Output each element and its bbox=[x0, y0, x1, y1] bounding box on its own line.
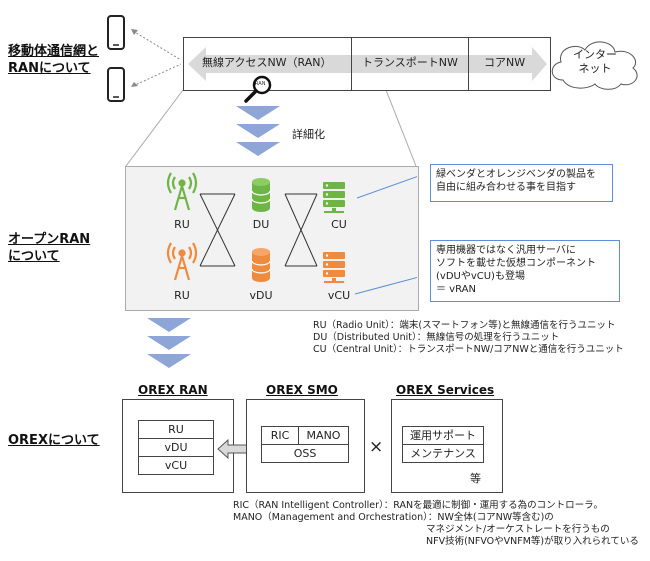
database-icon bbox=[251, 178, 271, 212]
legend-du: DU（Distributed Unit）：無線信号の処理を行うユニット bbox=[313, 332, 560, 343]
orex-ran-item: RU bbox=[138, 420, 214, 439]
node-label-ru: RU bbox=[174, 289, 190, 302]
node-label-vcu: vCU bbox=[327, 289, 351, 302]
internet-label: インター ネット bbox=[560, 48, 630, 76]
down-arrow bbox=[236, 124, 280, 138]
internet-label-line: ネット bbox=[578, 62, 612, 75]
server-icon bbox=[323, 252, 345, 283]
core-label: コアNW bbox=[484, 56, 526, 69]
service-item: メンテナンス bbox=[402, 444, 484, 463]
node-label-du: DU bbox=[252, 218, 270, 231]
note-line: (vDUやvCU)も登場 bbox=[436, 271, 525, 282]
radio-link-line bbox=[132, 63, 182, 87]
legend-ru: RU（Radio Unit）：端末(スマートフォン等)と無線通信を行うユニット bbox=[313, 320, 616, 331]
multiply-icon: × bbox=[369, 437, 384, 457]
note-line: 専用機器ではなく汎用サーバに bbox=[436, 245, 576, 256]
note-line: 自由に組み合わせる事を目指す bbox=[436, 182, 576, 193]
double-arrow-shape bbox=[188, 47, 547, 81]
antenna-icon bbox=[166, 172, 198, 211]
vran-note: 専用機器ではなく汎用サーバに ソフトを載せた仮想コンポーネント (vDUやvCU… bbox=[430, 240, 620, 302]
callout-line bbox=[356, 176, 417, 199]
note-line: ソフトを載せた仮想コンポーネント bbox=[436, 258, 596, 269]
smartphone-icon bbox=[107, 67, 125, 102]
service-item: 運用サポート bbox=[402, 426, 484, 445]
node-label-cu: CU bbox=[331, 218, 347, 231]
open-ran-detail-box bbox=[125, 166, 419, 311]
internet-label-line: インター bbox=[573, 48, 617, 61]
zoom-line bbox=[125, 89, 184, 167]
zoom-line bbox=[385, 89, 417, 167]
section-title-mobile-ran: 移動体通信網と RANについて bbox=[8, 43, 99, 77]
footnote-ric: RIC（RAN Intelligent Controller）：RANを最適に制… bbox=[233, 500, 603, 511]
magnifier-icon bbox=[244, 75, 272, 103]
cloud-icon bbox=[551, 41, 638, 90]
orex-ran-title: OREX RAN bbox=[138, 383, 208, 397]
down-arrow bbox=[236, 142, 280, 156]
detail-label: 詳細化 bbox=[292, 128, 325, 141]
orex-ran-item: vCU bbox=[138, 456, 214, 475]
orex-smo-title: OREX SMO bbox=[266, 383, 338, 397]
open-ran-diagram bbox=[166, 172, 417, 295]
smartphone-icon bbox=[107, 15, 125, 50]
ric-cell: RIC bbox=[261, 426, 299, 445]
callout-line bbox=[354, 276, 417, 295]
footnote-mano: NFV技術(NFVOやVNFM等)が取り入れられている bbox=[426, 536, 639, 547]
mano-cell: MANO bbox=[298, 426, 349, 445]
orex-services-title: OREX Services bbox=[396, 383, 495, 397]
section-title-orex: OREXについて bbox=[8, 433, 100, 448]
magnifier-label: RAN bbox=[255, 81, 266, 87]
section-title-open-ran: オープンRAN について bbox=[8, 231, 90, 265]
antenna-icon bbox=[166, 242, 198, 281]
node-label-vdu: vDU bbox=[249, 289, 273, 302]
network-bar: 無線アクセスNW（RAN） トランスポートNW コアNW bbox=[183, 37, 551, 91]
node-label-ru: RU bbox=[174, 218, 190, 231]
vendor-note: 緑ベンダとオレンジベンダの製品を 自由に組み合わせる事を目指す bbox=[430, 164, 613, 202]
down-arrow bbox=[147, 336, 191, 350]
legend: RU（Radio Unit）：端末(スマートフォン等)と無線通信を行うユニット … bbox=[313, 320, 624, 356]
network-divider bbox=[351, 38, 352, 90]
orex-ran-item: vDU bbox=[138, 438, 214, 457]
transport-label: トランスポートNW bbox=[362, 56, 458, 69]
legend-cu: CU（Central Unit）：トランスポートNW/コアNWと通信を行うユニッ… bbox=[313, 344, 624, 355]
ran-label: 無線アクセスNW（RAN） bbox=[202, 56, 332, 69]
section-title-line: RANについて bbox=[8, 61, 91, 76]
radio-link-line bbox=[132, 30, 182, 61]
section-title-line: 移動体通信網と bbox=[8, 44, 100, 59]
etc-label: 等 bbox=[470, 472, 481, 485]
database-icon bbox=[251, 248, 271, 282]
down-arrow bbox=[147, 318, 191, 332]
footnote-mano: マネジメント/オーケストレートを行うもの bbox=[426, 524, 610, 535]
oss-cell: OSS bbox=[261, 444, 349, 463]
note-line: 緑ベンダとオレンジベンダの製品を bbox=[436, 169, 596, 180]
down-arrow bbox=[147, 354, 191, 368]
footnote-mano: MANO（Management and Orchestration）：NW全体(… bbox=[233, 512, 554, 523]
note-line: ＝ vRAN bbox=[436, 284, 476, 295]
down-arrow bbox=[236, 106, 280, 120]
section-title-line: オープンRAN bbox=[8, 232, 91, 247]
server-icon bbox=[323, 182, 345, 213]
network-divider bbox=[468, 38, 469, 90]
section-title-line: について bbox=[8, 249, 60, 264]
